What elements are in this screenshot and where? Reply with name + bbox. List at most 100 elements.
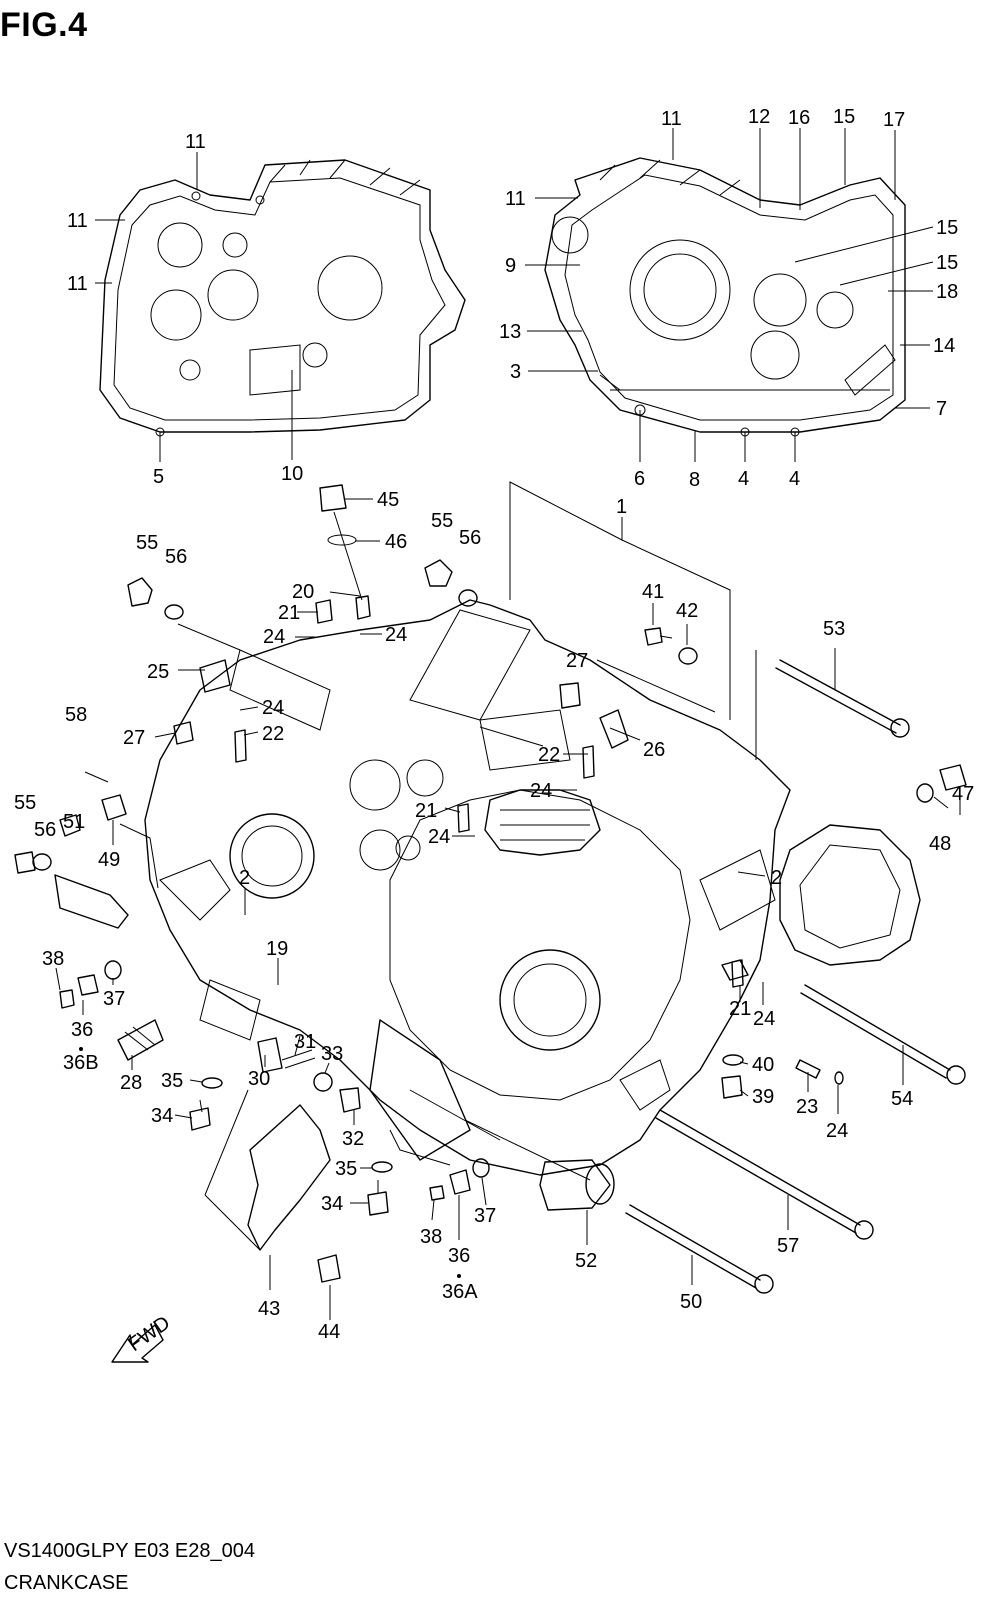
small-parts-drawing	[14, 484, 967, 1283]
callout: 45	[377, 489, 399, 511]
callout: 38	[420, 1226, 442, 1248]
callout: 36	[71, 1019, 93, 1041]
cover-plate-43-drawing	[247, 1104, 331, 1251]
fwd-label: FWD	[124, 1312, 174, 1356]
callout: 16	[788, 107, 810, 129]
callout: 54	[891, 1088, 913, 1110]
callout: 46	[385, 531, 407, 553]
callout: 3	[510, 361, 521, 383]
callout: 55	[431, 510, 453, 532]
figure-title: FIG.4	[0, 6, 88, 44]
callout: 35	[335, 1158, 357, 1180]
callout: 26	[643, 739, 665, 761]
callout: 55	[136, 532, 158, 554]
callout: 27	[123, 727, 145, 749]
callout: 31	[294, 1031, 316, 1053]
callout: 38	[42, 948, 64, 970]
callout: 14	[933, 335, 955, 357]
callout: 24	[263, 626, 285, 648]
callout: 40	[752, 1054, 774, 1076]
callout: 50	[680, 1291, 702, 1313]
callout: 36B	[63, 1052, 99, 1074]
callout: 56	[459, 527, 481, 549]
callout: 55	[14, 792, 36, 814]
callout: 22	[262, 723, 284, 745]
callout: 11	[661, 108, 682, 130]
callout: 36	[448, 1245, 470, 1267]
callout: 12	[748, 106, 770, 128]
callout: 10	[281, 463, 303, 485]
callout: 57	[777, 1235, 799, 1257]
callout: 2	[239, 867, 250, 889]
callout: 21	[278, 602, 300, 624]
callout: 53	[823, 618, 845, 640]
callout: 52	[575, 1250, 597, 1272]
callout: 11	[185, 131, 206, 153]
callout: 23	[796, 1096, 818, 1118]
callout: 4	[738, 468, 749, 490]
callout: 24	[385, 624, 407, 646]
callout: 30	[248, 1068, 270, 1090]
main-crankcase-drawing	[144, 599, 791, 1181]
callout: 17	[883, 109, 905, 131]
callout: 49	[98, 849, 120, 871]
callout: 51	[63, 811, 85, 833]
callout: 39	[752, 1086, 774, 1108]
callout: 6	[634, 468, 645, 490]
callout: 20	[292, 581, 314, 603]
forward-direction-arrow: FWD	[111, 1312, 174, 1363]
callout: 35	[161, 1070, 183, 1092]
callout: 9	[505, 255, 516, 277]
callout: 56	[165, 546, 187, 568]
callout: 15	[833, 106, 855, 128]
callout: 19	[266, 938, 288, 960]
callout: 32	[342, 1128, 364, 1150]
callout: 18	[936, 281, 958, 303]
callout: 28	[120, 1072, 142, 1094]
leader-lines	[55, 128, 961, 1320]
callout: 47	[952, 783, 974, 805]
callout: 27	[566, 650, 588, 672]
left-crankcase-half-drawing	[99, 159, 466, 437]
callout: 56	[34, 819, 56, 841]
callout: 24	[428, 826, 450, 848]
callout: 1	[616, 496, 627, 518]
callout: 11	[67, 273, 88, 295]
model-code: VS1400GLPY E03 E28_004	[4, 1540, 255, 1562]
callout: 24	[530, 780, 552, 802]
callout: 2	[771, 867, 782, 889]
callout: 33	[321, 1043, 343, 1065]
callout: 5	[153, 466, 164, 488]
callout: 43	[258, 1298, 280, 1320]
callout: 34	[321, 1193, 343, 1215]
callout: 37	[474, 1205, 496, 1227]
callout: 24	[753, 1008, 775, 1030]
callout: 11	[505, 188, 526, 210]
callout: 4	[789, 468, 800, 490]
right-crankcase-half-drawing	[544, 157, 906, 437]
long-bolts-drawing	[625, 659, 966, 1294]
callout: 58	[65, 704, 87, 726]
callout: 13	[499, 321, 521, 343]
callout: 37	[103, 988, 125, 1010]
callout: 25	[147, 661, 169, 683]
callout: 15	[936, 217, 958, 239]
callout: 34	[151, 1105, 173, 1127]
section-name: CRANKCASE	[4, 1572, 129, 1594]
callout: 48	[929, 833, 951, 855]
callout: 21	[729, 998, 751, 1020]
callout: 41	[642, 581, 664, 603]
callout: 44	[318, 1321, 340, 1343]
callout: 15	[936, 252, 958, 274]
callout: 24	[262, 697, 284, 719]
callout: 7	[936, 398, 947, 420]
callout: 22	[538, 744, 560, 766]
callout: 8	[689, 469, 700, 491]
callout: 11	[67, 210, 88, 232]
right-side-cover-drawing	[779, 824, 921, 966]
callout: 42	[676, 600, 698, 622]
callout-labels: 11 11 11 5 10 11 12 16 15 17 11 15 9 15 …	[14, 106, 974, 1343]
callout: 21	[415, 800, 437, 822]
